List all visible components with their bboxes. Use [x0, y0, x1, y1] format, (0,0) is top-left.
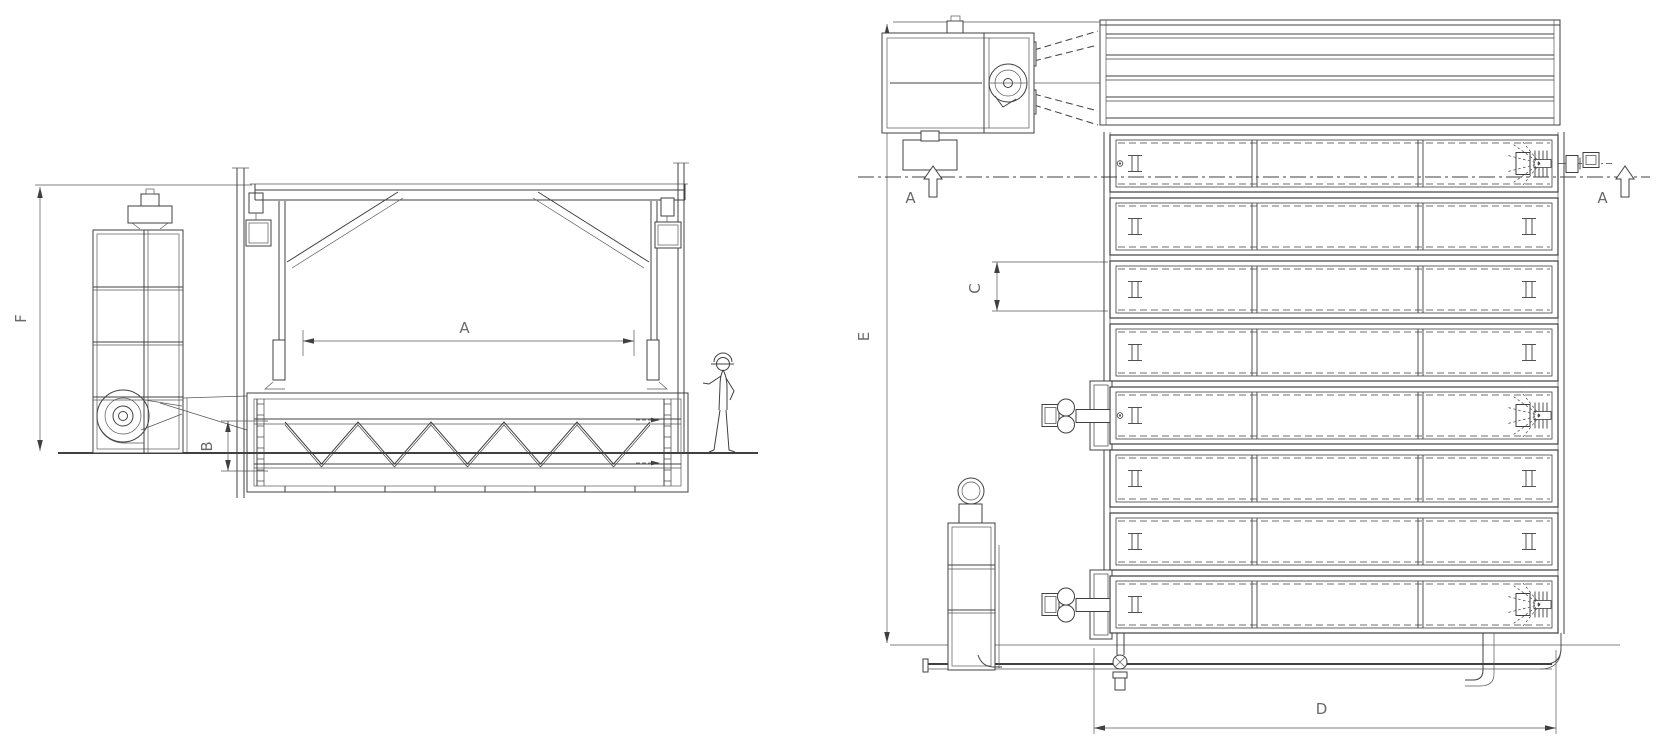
- left-mast: [232, 167, 272, 498]
- dim-label-e: E: [855, 331, 873, 341]
- dimension-depth-b: B: [198, 420, 268, 472]
- pump-icon: [1041, 398, 1111, 434]
- spray-row-4: [1109, 323, 1559, 382]
- spray-row-2: [1109, 197, 1559, 256]
- dimension-bay-c: C: [966, 261, 1108, 312]
- nozzle-assembly-icon: [1507, 580, 1552, 629]
- pump-icon: [1041, 587, 1111, 623]
- truss: [284, 421, 651, 468]
- nozzle-assembly-icon: [1507, 391, 1552, 440]
- mast-sensor-box: [660, 197, 675, 217]
- mast-junction-box: [245, 219, 272, 247]
- mast-sensor-box: [248, 192, 264, 214]
- brace-left: [286, 191, 399, 263]
- ahu-motor-box: [902, 139, 958, 171]
- brace-right: [537, 191, 650, 263]
- section-label-left: A: [905, 189, 916, 207]
- spray-row-8: [1041, 569, 1559, 640]
- elevation-view: F: [12, 162, 758, 498]
- section-label-right: A: [1597, 189, 1608, 207]
- fan-cabinet: [92, 188, 248, 454]
- door-panels: [264, 339, 668, 390]
- dimension-width-a: A: [302, 319, 635, 356]
- cabinet-motor-icon: [127, 188, 173, 230]
- transition-duct: [159, 395, 248, 452]
- right-mast: [654, 162, 689, 453]
- air-handling-unit: [881, 15, 1100, 171]
- spray-row-1: [1109, 134, 1612, 193]
- dim-label-f: F: [12, 313, 30, 323]
- dim-label-c: C: [966, 282, 984, 293]
- filter-outlet-elbow: [977, 654, 1002, 668]
- ahu-top-stub: [946, 20, 964, 34]
- spray-row-3: [1109, 260, 1559, 319]
- worker-figure: [702, 352, 736, 453]
- spray-row-6: [1109, 449, 1559, 508]
- valve-icon: [1112, 633, 1128, 691]
- blower-fan-icon: [96, 389, 183, 444]
- section-marker-right: A: [1597, 165, 1635, 207]
- dim-label-b: B: [198, 440, 216, 451]
- section-marker-left: A: [905, 165, 943, 207]
- dimension-height-f: F: [12, 184, 252, 451]
- flex-duct: [1027, 30, 1100, 126]
- basin-feet: [284, 486, 636, 492]
- flow-arrows: [636, 417, 660, 466]
- nozzle-assembly-icon: [1507, 139, 1552, 188]
- dimension-length-d: D: [1093, 648, 1557, 734]
- fan-scroll-icon: [988, 63, 1028, 108]
- dim-label-a: A: [459, 319, 470, 337]
- inlet-plenum: [1099, 19, 1561, 126]
- section-line-a-a: A A: [858, 165, 1650, 207]
- mast-junction-box: [654, 221, 682, 249]
- basin: [246, 392, 689, 493]
- drive-motor-icon: [1558, 152, 1612, 173]
- basin-end-frames: [256, 399, 672, 486]
- spray-rows: [1041, 134, 1612, 640]
- pipe-drop-elbow: [1465, 633, 1484, 681]
- dim-label-d: D: [1316, 700, 1329, 718]
- filter-column: [947, 477, 1002, 671]
- bottom-piping: [890, 633, 1620, 691]
- spray-row-7: [1109, 512, 1559, 571]
- canopy-frame: [250, 183, 688, 380]
- spray-row-5: [1041, 380, 1559, 451]
- plan-view: E C: [855, 15, 1650, 734]
